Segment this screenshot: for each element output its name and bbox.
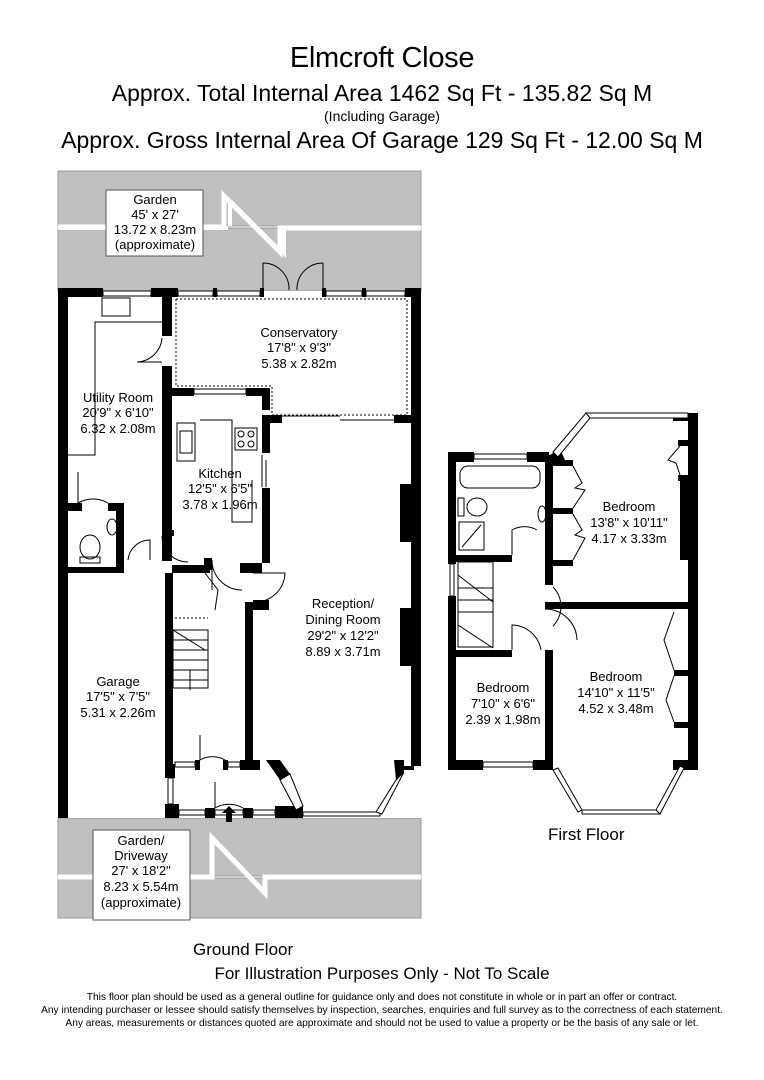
svg-text:Conservatory: Conservatory <box>260 325 338 340</box>
svg-text:13.72 x 8.23m: 13.72 x 8.23m <box>114 222 196 237</box>
ground-floor-doors <box>77 262 324 809</box>
disclaimer-line-2: Any intending purchaser or lessee should… <box>41 1005 723 1016</box>
svg-text:7'10" x 6'6": 7'10" x 6'6" <box>471 696 535 711</box>
garage-gross-area: Approx. Gross Internal Area Of Garage 12… <box>61 127 703 153</box>
svg-text:5.38 x 2.82m: 5.38 x 2.82m <box>261 356 336 371</box>
svg-text:(approximate): (approximate) <box>101 895 181 910</box>
label-reception-dining: Reception/ Dining Room 29'2" x 12'2" 8.8… <box>305 596 380 659</box>
svg-text:2.39 x 1.98m: 2.39 x 1.98m <box>465 712 540 727</box>
illustration-note: For Illustration Purposes Only - Not To … <box>214 964 550 983</box>
svg-text:17'8" x 9'3": 17'8" x 9'3" <box>267 340 331 355</box>
svg-text:Bedroom: Bedroom <box>603 499 656 514</box>
svg-text:Dining Room: Dining Room <box>305 612 380 627</box>
ground-floor-interior <box>58 291 421 818</box>
label-kitchen: Kitchen 12'5" x 6'5" 3.78 x 1.96m <box>182 466 257 512</box>
svg-text:27' x 18'2": 27' x 18'2" <box>111 863 171 878</box>
label-utility-room: Utility Room 20'9" x 6'10" 6.32 x 2.08m <box>80 390 155 436</box>
first-floor-windows <box>449 412 689 815</box>
svg-text:3.78 x 1.96m: 3.78 x 1.96m <box>182 497 257 512</box>
svg-text:20'9" x 6'10": 20'9" x 6'10" <box>82 405 154 420</box>
sliding-doors <box>261 415 394 487</box>
svg-text:Garden: Garden <box>133 192 176 207</box>
label-conservatory: Conservatory 17'8" x 9'3" 5.38 x 2.82m <box>260 325 338 371</box>
kitchen-fittings <box>68 297 258 564</box>
svg-text:8.89 x 3.71m: 8.89 x 3.71m <box>305 644 380 659</box>
property-title: Elmcroft Close <box>289 42 475 74</box>
ground-floor-stairs <box>172 572 219 690</box>
including-garage-note: (Including Garage) <box>324 108 440 124</box>
svg-text:4.52 x 3.48m: 4.52 x 3.48m <box>578 701 653 716</box>
label-rear-garden: Garden 45' x 27' 13.72 x 8.23m (approxim… <box>105 189 204 257</box>
svg-text:(approximate): (approximate) <box>115 237 195 252</box>
label-bedroom-small: Bedroom 7'10" x 6'6" 2.39 x 1.98m <box>465 680 540 727</box>
svg-text:Garage: Garage <box>96 674 139 689</box>
first-floor-fittings <box>457 445 681 723</box>
disclaimer-line-1: This floor plan should be used as a gene… <box>86 992 678 1003</box>
svg-text:29'2" x 12'2": 29'2" x 12'2" <box>307 628 379 643</box>
label-bedroom-rear: Bedroom 13'8" x 10'11" 4.17 x 3.33m <box>590 499 668 546</box>
entrance-arrow-icon <box>222 806 236 822</box>
svg-text:Bedroom: Bedroom <box>477 680 530 695</box>
svg-text:17'5" x 7'5": 17'5" x 7'5" <box>86 689 150 704</box>
svg-text:4.17 x 3.33m: 4.17 x 3.33m <box>591 531 666 546</box>
svg-text:14'10" x 11'5": 14'10" x 11'5" <box>577 685 655 700</box>
svg-text:45' x 27': 45' x 27' <box>131 207 179 222</box>
svg-text:5.31 x 2.26m: 5.31 x 2.26m <box>80 705 155 720</box>
first-floor-label: First Floor <box>548 825 625 844</box>
svg-text:12'5" x 6'5": 12'5" x 6'5" <box>188 481 252 496</box>
svg-text:6.32 x 2.08m: 6.32 x 2.08m <box>80 421 155 436</box>
conservatory-outline <box>175 298 408 416</box>
svg-text:8.23 x 5.54m: 8.23 x 5.54m <box>103 879 178 894</box>
svg-text:Bedroom: Bedroom <box>590 669 643 684</box>
label-front-garden: Garden/ Driveway 27' x 18'2" 8.23 x 5.54… <box>92 829 191 921</box>
ground-floor-label: Ground Floor <box>193 940 294 959</box>
label-bedroom-front: Bedroom 14'10" x 11'5" 4.52 x 3.48m <box>577 669 655 716</box>
disclaimer-line-3: Any areas, measurements or distances quo… <box>65 1018 699 1029</box>
svg-text:Driveway: Driveway <box>114 848 168 863</box>
svg-text:Reception/: Reception/ <box>312 596 375 611</box>
first-floor-walls <box>448 413 698 770</box>
svg-text:Utility Room: Utility Room <box>83 390 153 405</box>
svg-text:Kitchen: Kitchen <box>198 466 241 481</box>
svg-text:Garden/: Garden/ <box>118 833 165 848</box>
label-garage: Garage 17'5" x 7'5" 5.31 x 2.26m <box>80 674 155 720</box>
svg-text:13'8" x 10'11": 13'8" x 10'11" <box>590 515 668 530</box>
total-internal-area: Approx. Total Internal Area 1462 Sq Ft -… <box>111 80 653 106</box>
ground-floor-windows <box>102 290 406 817</box>
